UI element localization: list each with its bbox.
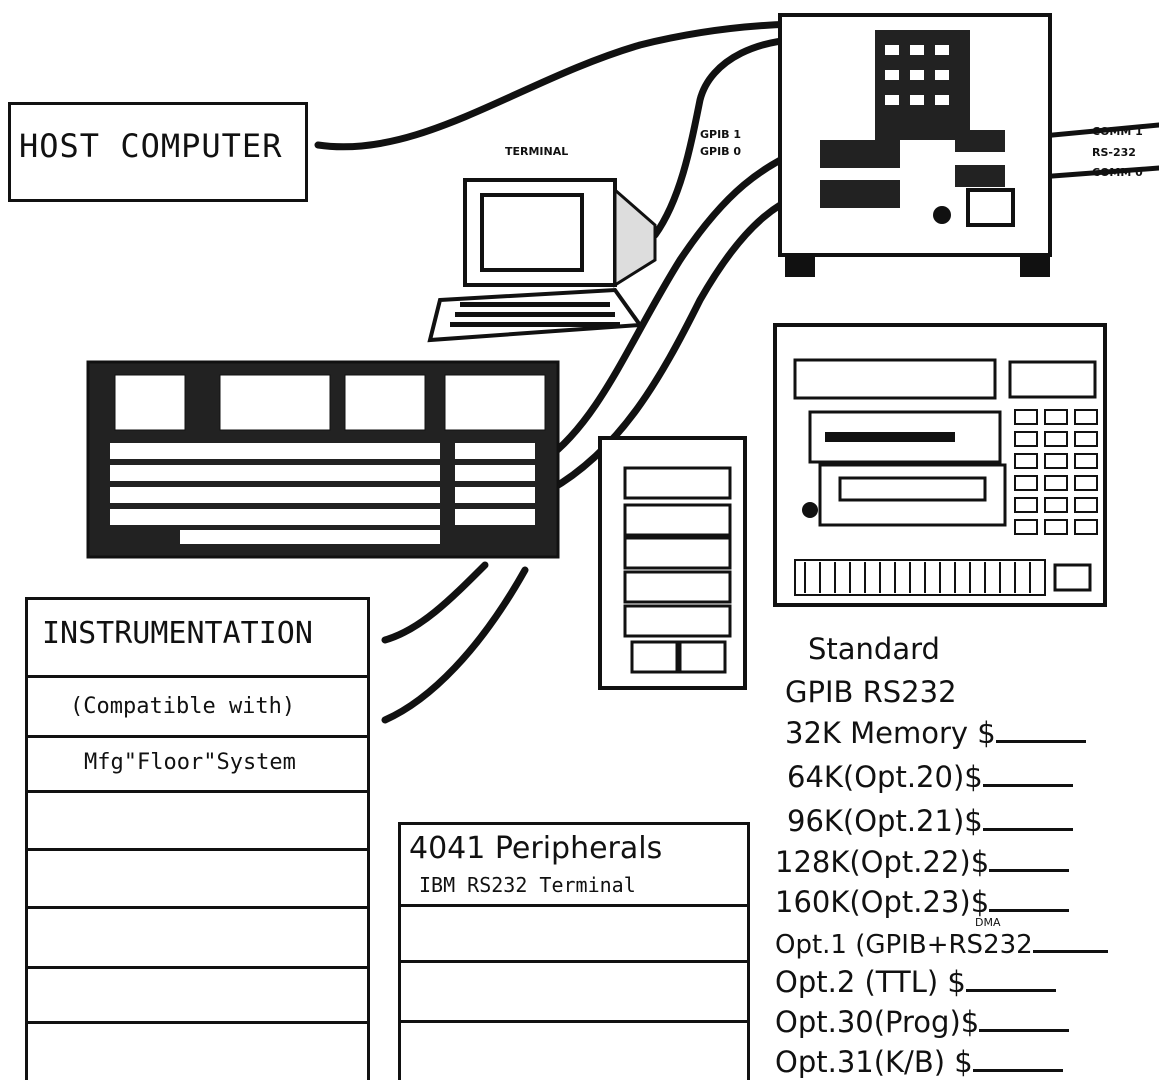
peripherals-subtitle: IBM RS232 Terminal [419, 873, 636, 897]
peripherals-row [401, 1023, 747, 1083]
instrumentation-title: INSTRUMENTATION [42, 616, 313, 651]
host-computer-label: HOST COMPUTER [19, 127, 282, 165]
instrumentation-row-text: (Compatible with) [70, 694, 295, 719]
terminal-label: TERMINAL [505, 145, 568, 158]
instrumentation-title-cell: INSTRUMENTATION [28, 600, 367, 678]
controller-front-drawing [775, 325, 1105, 605]
pricing-heading-standard: Standard [808, 632, 940, 666]
peripherals-row [401, 907, 747, 963]
comm0-label: COMM 0 [1092, 166, 1143, 179]
opt1-note: DMA [975, 916, 1001, 929]
pricing-item: 128K(Opt.22)$ [775, 845, 1069, 879]
gpib0-label: GPIB 0 [700, 145, 741, 158]
pricing-heading-interfaces: GPIB RS232 [785, 675, 957, 709]
peripherals-table: 4041 Peripherals IBM RS232 Terminal [398, 822, 750, 1080]
cable-keyboard-to-instrumentation-a [385, 565, 485, 640]
instrumentation-row [28, 793, 367, 851]
pricing-item: 96K(Opt.21)$ [787, 804, 1073, 838]
pricing-item: Opt.2 (TTL) $ [775, 965, 1056, 999]
pricing-item: 160K(Opt.23)$ [775, 885, 1069, 919]
instrumentation-row [28, 969, 367, 1024]
peripherals-title: 4041 Peripherals [409, 831, 662, 866]
host-computer-box: HOST COMPUTER [8, 102, 308, 202]
terminal-drawing [430, 180, 655, 340]
instrumentation-row-text: Mfg"Floor"System [84, 750, 296, 775]
instrumentation-row: Mfg"Floor"System [28, 738, 367, 793]
instrumentation-row: (Compatible with) [28, 678, 367, 738]
pricing-item: 64K(Opt.20)$ [787, 760, 1073, 794]
pricing-item: Opt.31(K/B) $ [775, 1045, 1063, 1079]
pricing-item: 32K Memory $ [785, 716, 1086, 750]
comm1-label: COMM 1 [1092, 125, 1143, 138]
instrumentation-table: INSTRUMENTATION (Compatible with) Mfg"Fl… [25, 597, 370, 1080]
peripherals-header-cell: 4041 Peripherals IBM RS232 Terminal [401, 825, 747, 907]
gpib1-label: GPIB 1 [700, 128, 741, 141]
instrumentation-row [28, 909, 367, 969]
pricing-item: Opt.30(Prog)$ [775, 1005, 1069, 1039]
peripherals-row [401, 963, 747, 1023]
instrumentation-row [28, 851, 367, 909]
controller-rear-panel [780, 15, 1050, 277]
keyboard-module-drawing [88, 362, 558, 557]
instrumentation-row [28, 1024, 367, 1083]
rs232-label: RS-232 [1092, 146, 1136, 159]
pricing-item: Opt.1 (GPIB+RS232 [775, 926, 1108, 960]
peripheral-tower-drawing [600, 438, 745, 688]
